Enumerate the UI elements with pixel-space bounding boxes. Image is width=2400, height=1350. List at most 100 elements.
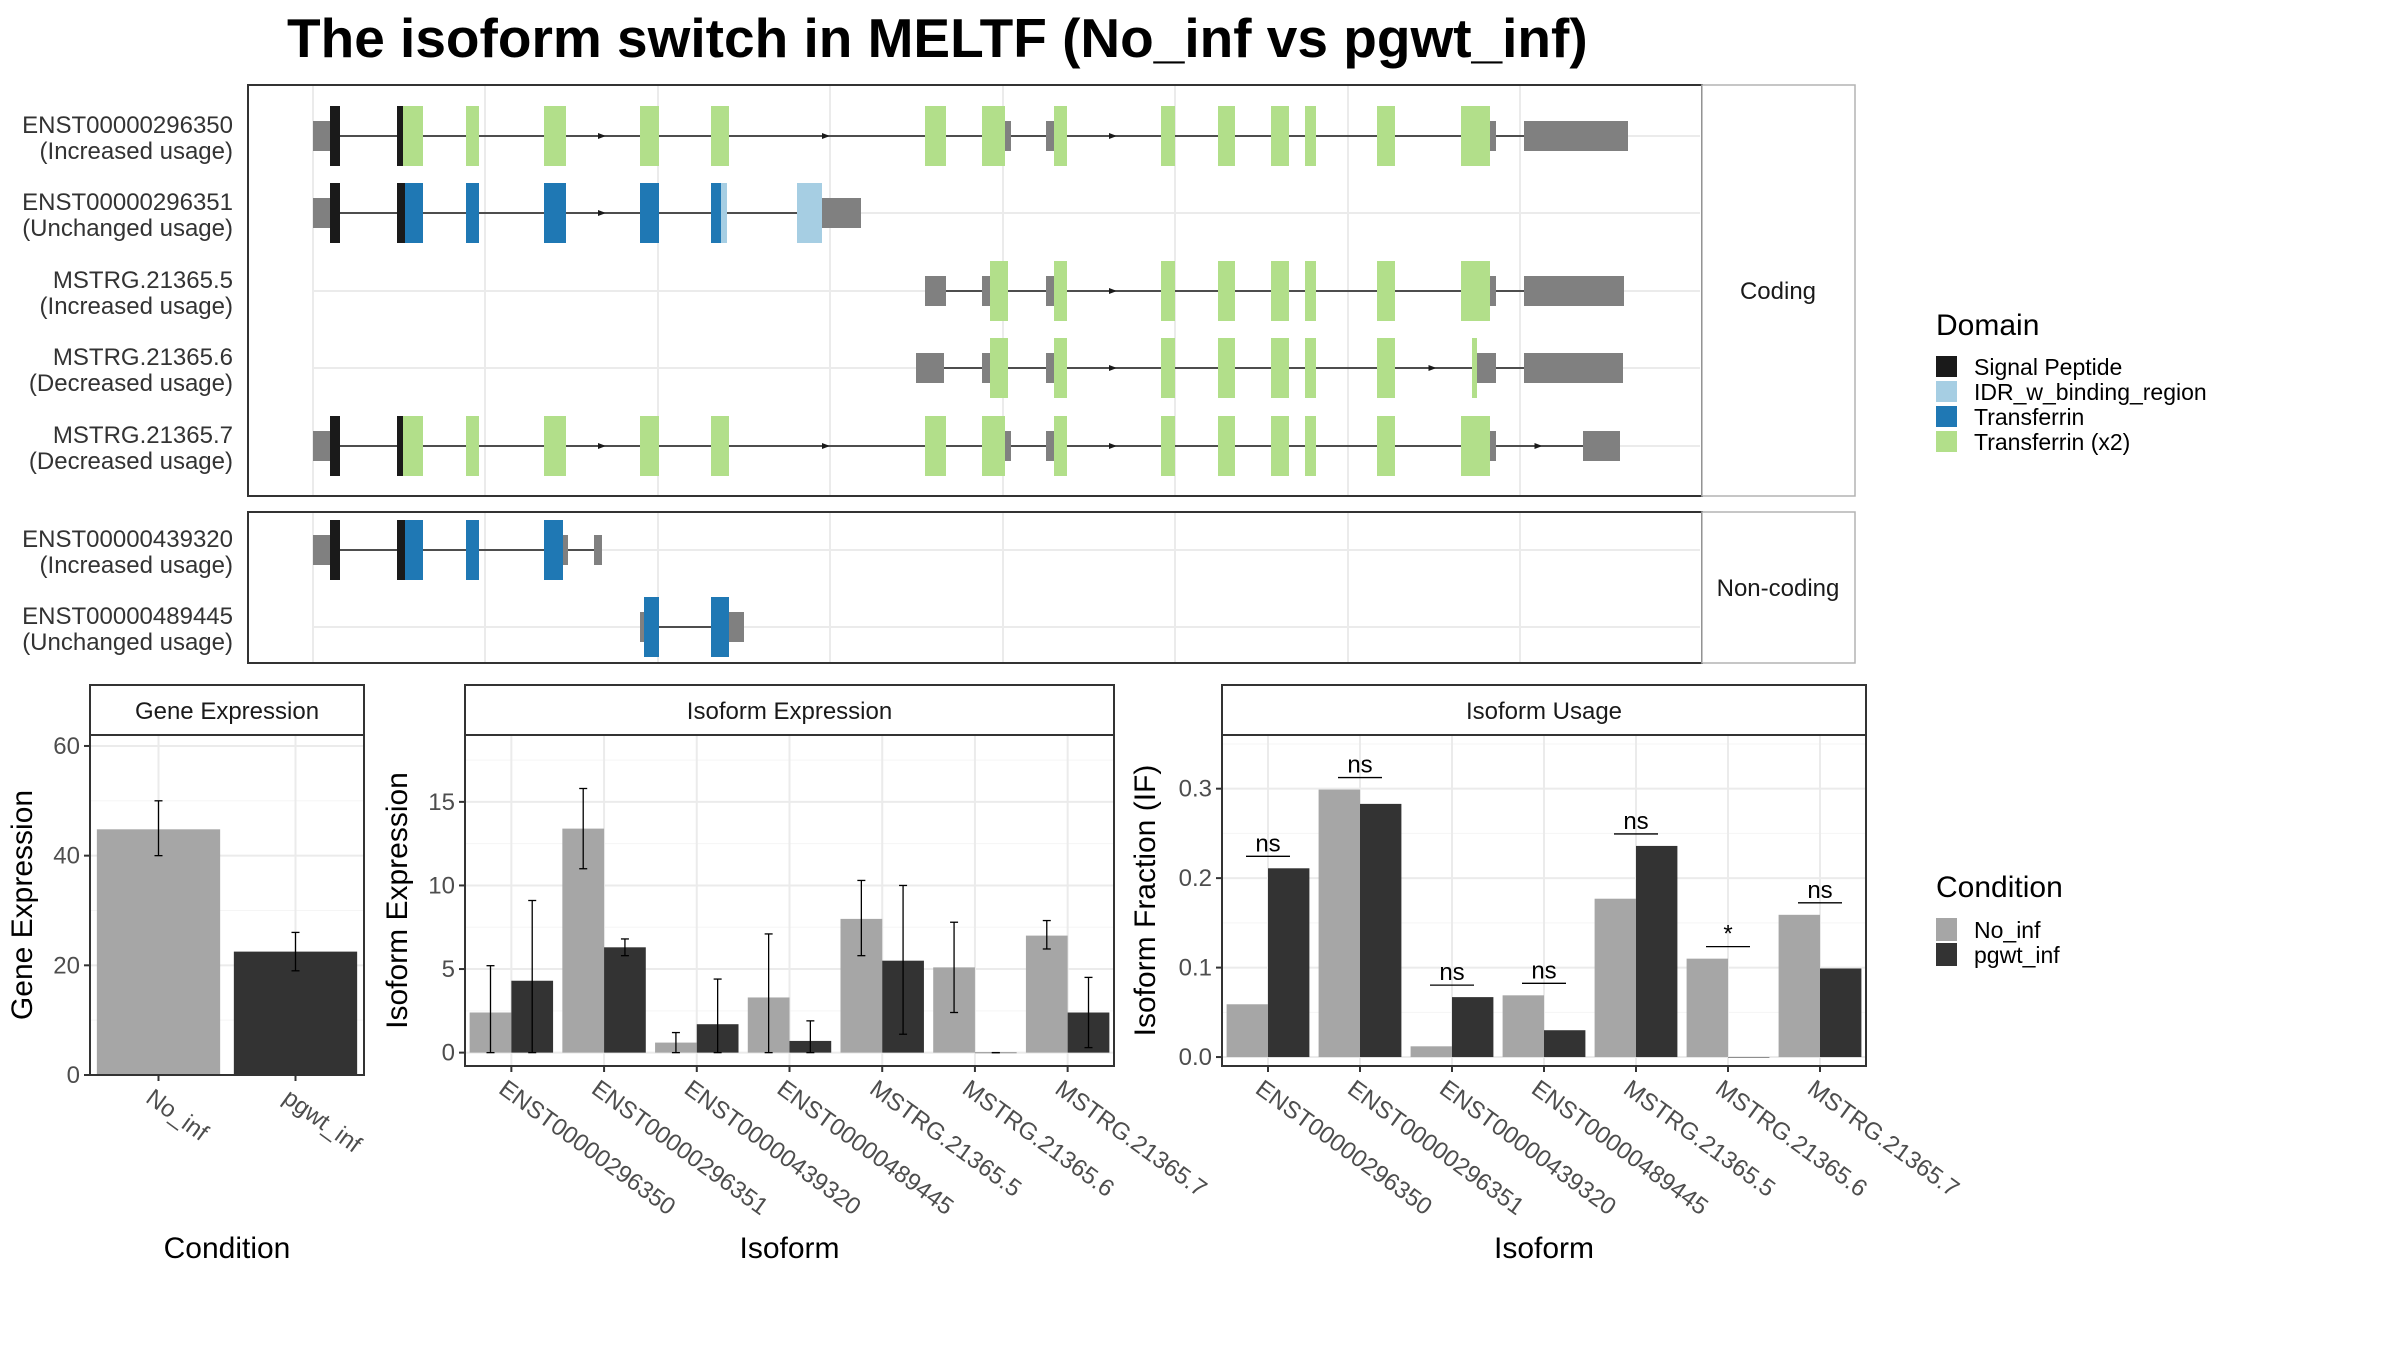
panel-title: Isoform Expression — [687, 698, 892, 725]
legend-label-signal-peptide: Signal Peptide — [1974, 354, 2122, 380]
bar-pgwt-inf-mstrg-21365-7 — [1820, 968, 1862, 1058]
bar-no-inf-mstrg-21365-7 — [1778, 914, 1820, 1058]
bar-no-inf-enst00000296350 — [1226, 1004, 1268, 1058]
exon-block — [397, 106, 403, 166]
y-tick-label: 0 — [442, 1040, 455, 1067]
exon-block — [1490, 121, 1496, 151]
x-tick-label-mstrg-21365-7: MSTRG.21365.7 — [1802, 1075, 1964, 1203]
exon-block — [466, 416, 479, 476]
isoform-label-mstrg-21365-5: MSTRG.21365.5(Increased usage) — [40, 267, 233, 320]
significance-label: ns — [1439, 959, 1464, 986]
error-bar — [899, 884, 908, 1035]
strand-arrow — [1534, 443, 1543, 449]
exon-block — [466, 183, 479, 243]
x-tick-label-mstrg-21365-7: MSTRG.21365.7 — [1050, 1075, 1212, 1203]
y-axis-title: Isoform Fraction (IF) — [1129, 765, 1162, 1037]
legend-key-pgwt-inf — [1936, 943, 1957, 966]
exon-block — [330, 520, 340, 580]
isoform-id: ENST00000439320 — [22, 526, 233, 553]
exon-block — [1161, 106, 1175, 166]
exon-block — [640, 416, 659, 476]
exon-block — [313, 535, 334, 565]
exon-block — [1218, 261, 1235, 321]
exon-block — [330, 106, 340, 166]
exon-block — [1161, 338, 1175, 398]
isoform-usage-status: (Increased usage) — [40, 138, 233, 165]
isoform-label-mstrg-21365-6: MSTRG.21365.6(Decreased usage) — [29, 344, 233, 397]
exon-block — [1218, 338, 1235, 398]
error-bar — [1042, 919, 1051, 950]
y-tick-label: 0.2 — [1179, 865, 1212, 892]
exon-block — [1477, 353, 1496, 383]
error-bar — [713, 978, 722, 1054]
x-axis-title: Isoform — [1494, 1232, 1594, 1265]
exon-block — [982, 276, 990, 306]
error-bar — [1084, 976, 1093, 1049]
significance-enst00000489445: ns — [1522, 957, 1566, 984]
condition-legend: Condition No_inf pgwt_inf — [1936, 871, 2063, 968]
exon-block — [640, 612, 644, 642]
legend-key-no-inf — [1936, 918, 1957, 941]
isoform-id: ENST00000296351 — [22, 189, 233, 216]
x-tick-label-no-inf: No_inf — [141, 1084, 213, 1147]
exon-block — [925, 106, 946, 166]
significance-enst00000439320: ns — [1430, 959, 1474, 986]
plot-border — [89, 734, 365, 1076]
exon-block — [1218, 416, 1235, 476]
exon-block — [397, 183, 405, 243]
exon-block — [1054, 338, 1067, 398]
isoform-usage-status: (Increased usage) — [40, 293, 233, 320]
exon-block — [982, 416, 1005, 476]
exon-block — [711, 416, 729, 476]
x-tick-label-mstrg-21365-5: MSTRG.21365.5 — [1618, 1075, 1780, 1203]
isoform-row-enst00000296351 — [313, 183, 1700, 243]
bar-pgwt-inf-enst00000296350 — [1268, 868, 1310, 1058]
y-tick-label: 15 — [428, 789, 455, 816]
exon-block — [729, 612, 744, 642]
exon-block — [1271, 106, 1289, 166]
exon-block — [982, 106, 1005, 166]
significance-label: ns — [1347, 752, 1372, 779]
error-bar — [154, 800, 163, 857]
coding-strip — [1701, 84, 1856, 497]
exon-block — [330, 183, 340, 243]
isoform-labels: ENST00000296350(Increased usage)ENST0000… — [22, 112, 233, 656]
significance-label: ns — [1255, 830, 1280, 857]
strand-arrow — [1428, 365, 1437, 371]
exon-block — [313, 121, 334, 151]
bar-pgwt-inf-enst00000296351 — [1360, 803, 1402, 1058]
exon-block — [397, 416, 403, 476]
exon-block — [1524, 276, 1536, 306]
legend-label-transferrin-x2: Transferrin (x2) — [1974, 429, 2130, 455]
exon-block — [330, 416, 340, 476]
exon-block — [1218, 106, 1235, 166]
x-axis-title: Isoform — [739, 1232, 839, 1265]
y-axis-title: Gene Expression — [6, 790, 39, 1020]
strand-arrow — [1109, 133, 1117, 139]
exon-block — [925, 276, 946, 306]
exon-block — [1305, 338, 1316, 398]
error-bar — [528, 899, 537, 1054]
exon-block — [1490, 431, 1496, 461]
exon-block — [1271, 338, 1289, 398]
isoform-usage-status: (Increased usage) — [40, 552, 233, 579]
exon-block — [1305, 106, 1316, 166]
exon-block — [982, 353, 990, 383]
exon-block — [1461, 416, 1490, 476]
significance-label: ns — [1531, 957, 1556, 984]
error-bar — [806, 1020, 815, 1054]
isoform-row-enst00000439320 — [313, 520, 1700, 580]
significance-enst00000296350: ns — [1246, 830, 1290, 857]
exon-block — [466, 106, 479, 166]
error-bar — [764, 933, 773, 1054]
y-tick-label: 40 — [53, 843, 80, 870]
exon-block — [1046, 121, 1054, 151]
panel-title: Isoform Usage — [1466, 698, 1622, 725]
error-bar — [620, 938, 629, 957]
exon-block — [721, 183, 727, 243]
exon-block — [916, 353, 944, 383]
exon-block — [1377, 416, 1395, 476]
bar-no-inf-enst00000439320 — [1410, 1046, 1452, 1058]
exon-block — [1536, 276, 1624, 306]
